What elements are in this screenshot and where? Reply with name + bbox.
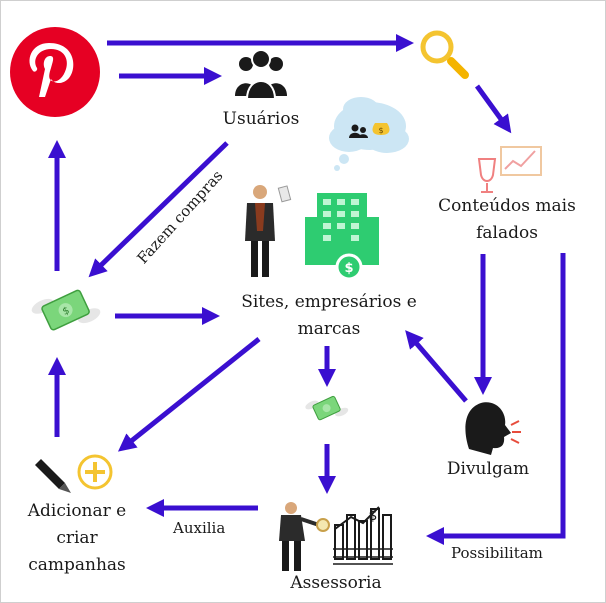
businessman-icon xyxy=(245,185,292,277)
node-assessoria: Assessoria xyxy=(290,573,382,593)
node-adicionar: Adicionar e criar campanhas xyxy=(15,498,139,579)
bar-chart-dollar-icon: $ xyxy=(333,506,393,565)
analyst-magnifier-icon xyxy=(279,502,330,571)
trophy-chart-icon xyxy=(477,146,542,193)
node-adicionar-line-2: criar xyxy=(56,528,98,548)
arrow-search-to-contents xyxy=(474,84,512,134)
money-wings-icon: $ xyxy=(31,289,101,331)
node-conteudos-line-1: Conteúdos mais xyxy=(438,196,576,216)
node-adicionar-line-1: Adicionar e xyxy=(27,501,127,521)
arrow-users-to-money xyxy=(88,141,229,278)
node-sites-line-1: Sites, empresários e xyxy=(241,292,417,312)
svg-text:$: $ xyxy=(369,508,378,524)
building-money-icon: $ xyxy=(305,193,379,281)
node-usuarios: Usuários xyxy=(222,109,300,129)
svg-text:$: $ xyxy=(61,305,71,318)
pinterest-logo-icon xyxy=(10,27,100,117)
node-sites-line-2: marcas xyxy=(297,319,361,339)
plus-circle-icon xyxy=(77,454,113,490)
node-conteudos: Conteúdos mais falados xyxy=(422,193,592,247)
arrow-contents-to-assessoria xyxy=(426,253,566,545)
edge-label-possibilitam: Possibilitam xyxy=(451,544,543,562)
thought-cloud-icon: $ xyxy=(329,97,409,171)
node-adicionar-line-3: campanhas xyxy=(28,555,126,575)
users-group-icon xyxy=(235,49,287,100)
speaking-head-icon xyxy=(465,402,521,455)
arrows xyxy=(48,34,566,545)
pencil-icon xyxy=(35,459,71,493)
node-divulgam: Divulgam xyxy=(446,459,530,479)
arrow-sites-to-add xyxy=(117,337,261,452)
svg-text:$: $ xyxy=(378,126,383,135)
svg-text:$: $ xyxy=(344,261,353,276)
search-magnifier-icon xyxy=(420,30,469,79)
money-wings-icon xyxy=(305,395,349,421)
edge-label-auxilia: Auxilia xyxy=(173,519,226,537)
node-sites: Sites, empresários e marcas xyxy=(226,289,432,343)
arrow-divulgam-to-sites xyxy=(405,330,468,403)
node-conteudos-line-2: falados xyxy=(476,223,538,243)
